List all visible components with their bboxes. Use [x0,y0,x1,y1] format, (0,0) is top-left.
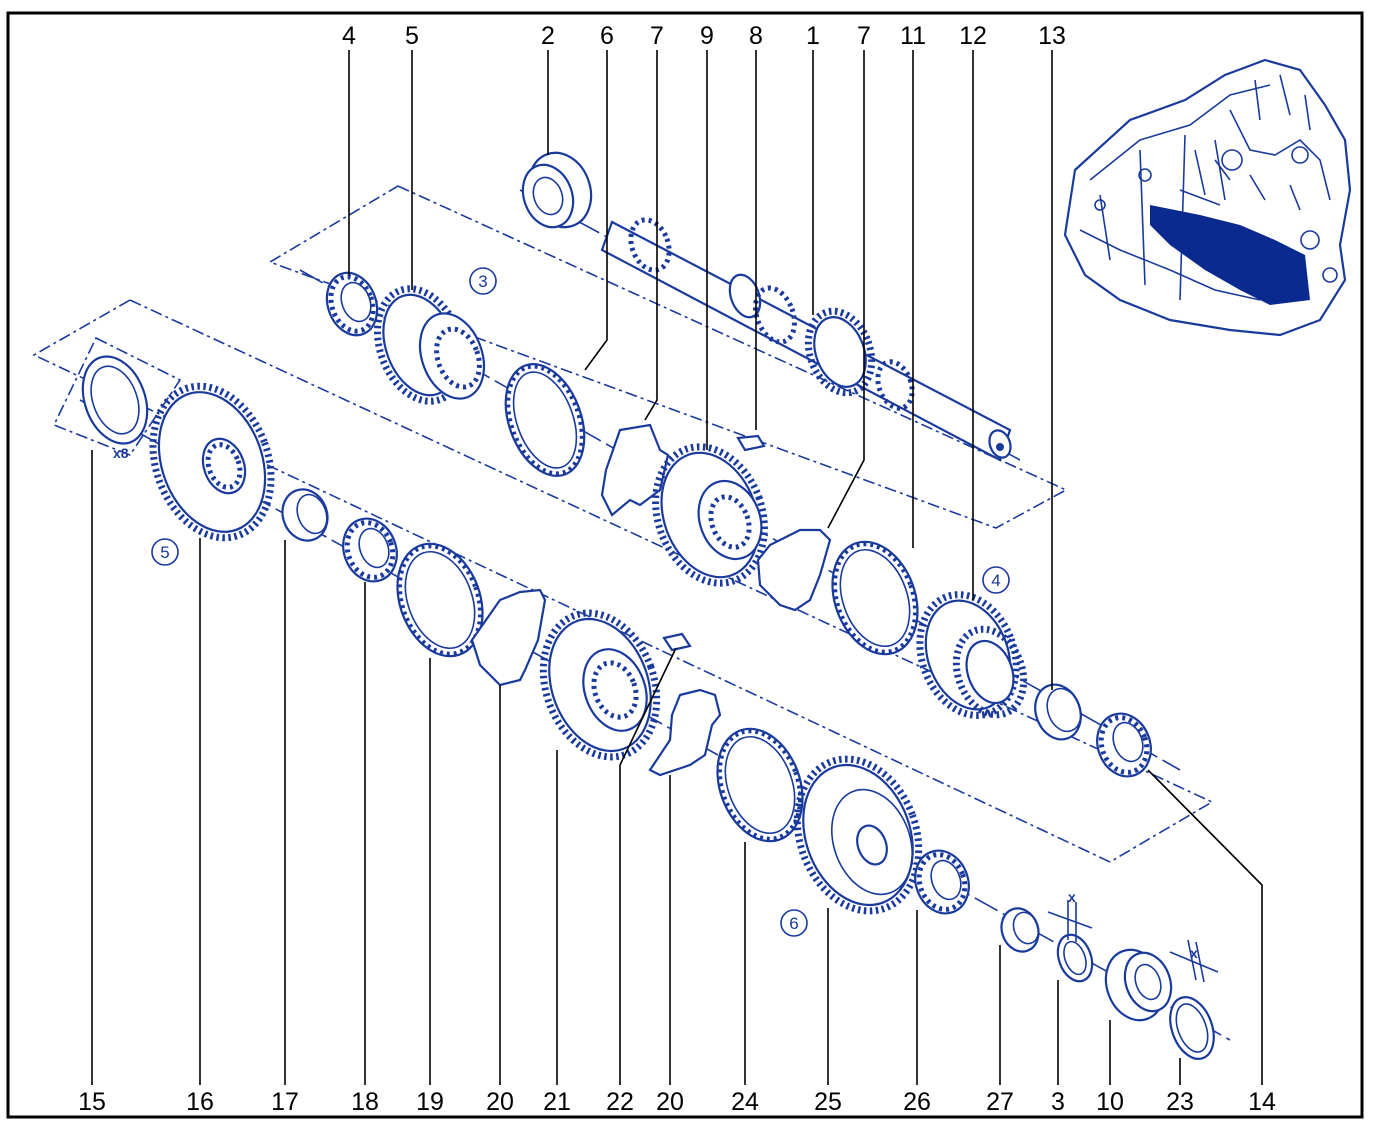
part-5-gear [373,285,486,405]
part-4-needle-bearing [325,271,379,337]
upper-shaft-envelope [268,185,1068,529]
label-19: 19 [416,1088,444,1116]
svg-text:3: 3 [478,272,487,291]
part-12-gear [916,591,1028,719]
part-7-spring-clip-2 [756,528,832,612]
callout-4: 4 [982,566,1010,594]
label-7b: 7 [857,22,871,50]
part-20-spring-clip [470,588,547,687]
svg-text:x: x [1068,889,1076,905]
part-20-spring-clip-2 [648,688,722,777]
part-23-snap-ring [1169,996,1215,1060]
callout-6: 6 [780,909,808,937]
part-15-washer [81,355,149,445]
part-14-needle-bearing [1096,712,1152,778]
label-3: 3 [1051,1088,1065,1116]
label-8: 8 [749,22,763,50]
label-18: 18 [351,1088,379,1116]
label-26: 26 [903,1088,931,1116]
label-2: 2 [541,22,555,50]
part-26-needle-bearing [914,849,970,915]
label-10: 10 [1096,1088,1124,1116]
part-22-key [662,632,692,652]
part-1-shaft [600,217,1012,462]
part-16-gear [149,382,275,542]
label-22: 22 [606,1088,634,1116]
label-27: 27 [986,1088,1014,1116]
label-14: 14 [1248,1088,1276,1116]
part-8-key [736,434,766,452]
part-13-bushing [1034,683,1082,741]
part-24-synchro-ring [716,727,804,843]
label-21: 21 [543,1088,571,1116]
svg-text:x: x [1190,945,1198,961]
part-25-gear [793,755,923,915]
part-3-circlip [1056,933,1094,983]
label-1: 1 [806,22,820,50]
shaft-highlight [1150,205,1310,305]
part-27-bushing [1000,907,1040,953]
gap-marker-1: x [1047,889,1093,942]
top-labels: 4 5 2 6 7 9 8 1 7 11 12 13 [342,22,1066,50]
washer-box [52,336,182,456]
label-23: 23 [1166,1088,1194,1116]
callout-5: 5 [151,538,179,566]
label-20: 20 [486,1088,514,1116]
part-9-gear [652,443,768,587]
label-24: 24 [731,1088,759,1116]
diagram-frame [6,11,1364,1119]
svg-text:5: 5 [160,543,169,562]
label-13: 13 [1038,22,1066,50]
part-7-spring-clip [600,423,670,517]
label-11: 11 [900,22,926,50]
part-19-synchro-ring [396,542,484,658]
washer-qty-note: x8 [113,445,129,461]
label-20b: 20 [656,1088,684,1116]
label-16: 16 [186,1088,214,1116]
lower-shaft-envelope [32,299,1214,863]
transmission-housing-inset [1063,58,1352,337]
part-6-synchro-ring [504,363,586,477]
label-15: 15 [78,1088,106,1116]
label-7: 7 [650,22,664,50]
callout-3: 3 [469,267,497,295]
label-25: 25 [814,1088,842,1116]
part-11-synchro-ring [831,540,919,656]
bottom-labels: 15 16 17 18 19 20 21 22 20 24 25 26 27 3… [78,1088,1276,1116]
part-21-gear [539,609,661,761]
part-18-needle-bearing [342,517,398,583]
part-2-bearing [521,151,593,229]
label-17: 17 [271,1088,299,1116]
svg-text:4: 4 [991,571,1000,590]
leader-lines [91,50,1263,1085]
svg-text:6: 6 [789,914,798,933]
part-17-bushing [281,488,329,542]
label-12: 12 [959,22,987,50]
label-4: 4 [342,22,356,50]
part-10-bearing [1104,948,1173,1022]
label-6: 6 [600,22,614,50]
label-5: 5 [405,22,419,50]
gap-marker-2: x [1169,939,1219,983]
label-9: 9 [700,22,714,50]
